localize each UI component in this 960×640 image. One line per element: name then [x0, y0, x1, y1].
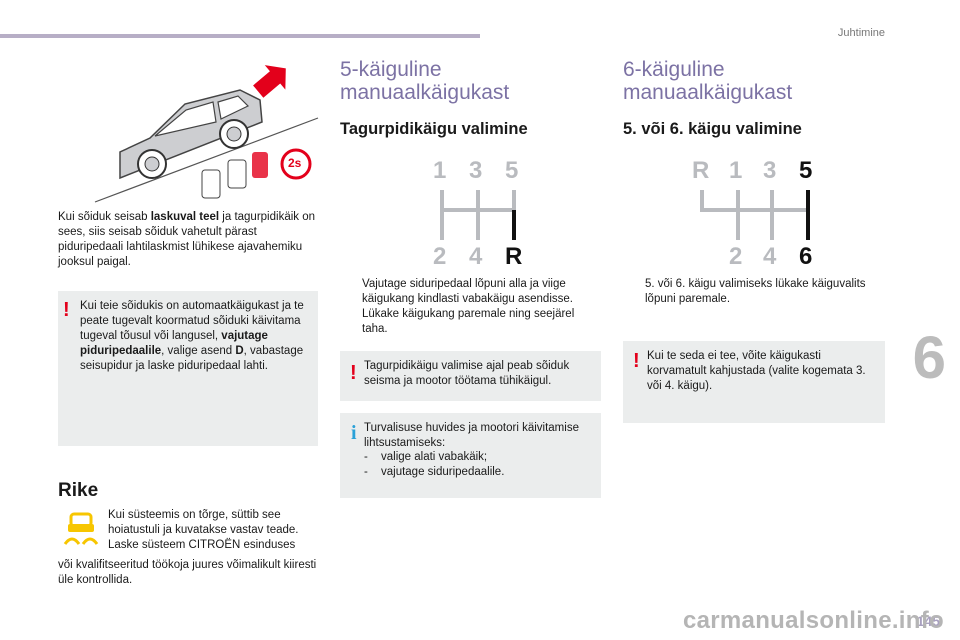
- gear-label-5: 5: [799, 157, 813, 184]
- col3-bullet: 5. või 6. käigu valimiseks lükake käiguv…: [623, 277, 885, 307]
- col3-subtitle: 5. või 6. käigu valimine: [623, 120, 802, 138]
- col2-title: 5-käiguline manuaalkäigukast: [340, 58, 510, 104]
- warning-text-1: Kui teie sõidukis on automaatkäigukast j…: [80, 300, 304, 342]
- gear-label-1: 1: [729, 157, 743, 184]
- info-text: Turvalisuse huvides ja mootori käivitami…: [364, 422, 579, 449]
- warning-box-gearbox: ! Kui te seda ei tee, võite käigukasti k…: [623, 341, 885, 423]
- warning-text-gearbox: Kui te seda ei tee, võite käigukasti kor…: [647, 350, 866, 392]
- gear-label-3: 3: [469, 157, 483, 184]
- col3-title: 6-käiguline manuaalkäigukast: [623, 58, 793, 104]
- fault-warning-light-icon: [62, 510, 100, 548]
- gear-diagram-6-speed: R 1 3 5 2 4 6: [690, 155, 830, 275]
- warning-text-2: , valige asend: [161, 345, 236, 357]
- chapter-number: 6: [912, 324, 946, 391]
- info-item-2: - vajutage siduripedaalile.: [364, 466, 504, 478]
- gear-diagram-5-speed: 1 3 5 2 4 R: [420, 155, 540, 275]
- rike-text-continued: või kvalifitseeritud töökoja juures võim…: [58, 559, 317, 586]
- gear-pattern-6: [700, 190, 810, 240]
- warning-icon: !: [63, 299, 70, 321]
- col2-subtitle: Tagurpidikäigu valimine: [340, 120, 528, 138]
- car-slope-icon: [94, 65, 319, 203]
- gear-label-4: 4: [763, 243, 777, 270]
- info-item-2-text: vajutage siduripedaalile.: [381, 466, 505, 478]
- gear-label-5: 5: [505, 157, 519, 184]
- dash: -: [364, 466, 368, 478]
- intro-paragraph: Kui sõiduk seisab laskuval teel ja tagur…: [58, 210, 320, 270]
- timer-badge: 2s: [288, 156, 302, 170]
- gear-label-2: 2: [729, 243, 743, 270]
- gear-label-1: 1: [433, 157, 447, 184]
- info-item-1: - valige alati vabakäik;: [364, 451, 487, 463]
- gear-label-4: 4: [469, 243, 483, 270]
- col2-bullet-2: Lükake käigukang paremale ning seejärel …: [340, 307, 596, 337]
- gear-pattern-5: [440, 190, 516, 240]
- rike-text: Kui süsteemis on tõrge, süttib see hoiat…: [108, 509, 299, 551]
- warning-text-reverse: Tagurpidikäigu valimise ajal peab sõiduk…: [364, 360, 570, 387]
- car-on-slope-illustration: 2s: [90, 60, 330, 205]
- gear-label-6: 6: [799, 243, 813, 270]
- intro-emphasis: laskuval teel: [150, 211, 220, 223]
- info-box-safety: i Turvalisuse huvides ja mootori käivita…: [340, 413, 601, 498]
- header-bar: [0, 34, 480, 38]
- gear-label-3: 3: [763, 157, 777, 184]
- intro-text-1: Kui sõiduk seisab: [58, 211, 151, 223]
- info-item-1-text: valige alati vabakäik;: [381, 451, 488, 463]
- warning-icon: !: [350, 362, 357, 384]
- gear-label-2: 2: [433, 243, 447, 270]
- warning-box-automatic: ! Kui teie sõidukis on automaatkäigukast…: [58, 291, 318, 446]
- warning-text-automatic: Kui teie sõidukis on automaatkäigukast j…: [80, 299, 304, 374]
- col3-bullet-text: 5. või 6. käigu valimiseks lükake käiguv…: [645, 278, 866, 305]
- rike-title: Rike: [58, 480, 99, 501]
- warning-text-3: , vabastage seisupidur ja laske piduripe…: [80, 345, 304, 372]
- dash: -: [364, 451, 368, 463]
- info-icon: i: [351, 422, 357, 444]
- col2-bullet-1: Vajutage siduripedaal lõpuni alla ja vii…: [340, 277, 596, 307]
- warning-emphasis-d: D: [235, 345, 244, 357]
- gear-label-r: R: [692, 157, 710, 184]
- warning-box-reverse: ! Tagurpidikäigu valimise ajal peab sõid…: [340, 351, 601, 401]
- gear-label-r: R: [505, 243, 523, 270]
- col2-bullet-1-text: Vajutage siduripedaal lõpuni alla ja vii…: [362, 278, 573, 305]
- intro-text-2: ja tagurpidikäik on sees, siis seisab sõ…: [58, 211, 316, 268]
- warning-emphasis-brake: vajutage piduripedaalile: [80, 330, 268, 357]
- warning-icon: !: [633, 350, 640, 372]
- section-label: Juhtimine: [837, 27, 885, 39]
- col2-bullet-2-text: Lükake käigukang paremale ning seejärel …: [362, 308, 575, 335]
- watermark: carmanualsonline.info: [682, 607, 944, 634]
- page-number: 145: [916, 613, 940, 629]
